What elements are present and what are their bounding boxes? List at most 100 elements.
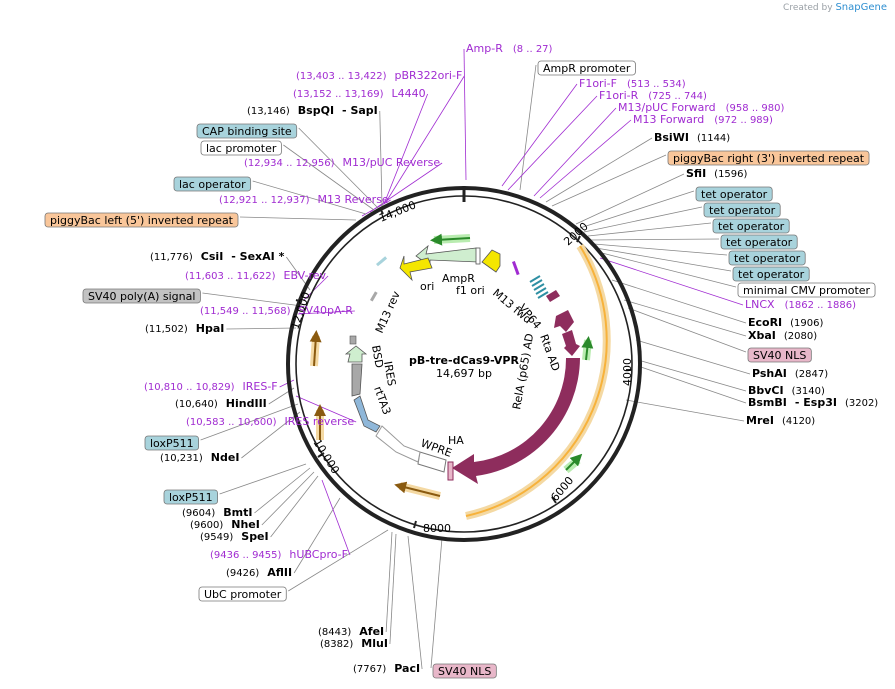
feature-box (144, 435, 199, 451)
map-label-l42[interactable]: (11,549 .. 11,568)SV40pA-R (200, 304, 353, 317)
feature-box (695, 186, 773, 202)
leader-line (635, 339, 751, 375)
tick-12000 (295, 299, 303, 303)
feature-box (44, 212, 239, 228)
map-label-l18[interactable]: (1906)EcoRI (748, 316, 824, 329)
map-label-l3[interactable]: (513 .. 534)F1ori-F (579, 77, 686, 90)
map-label-l48[interactable]: lac operator (173, 176, 252, 192)
map-label-l49[interactable]: (12,934 .. 12,956)M13/pUC Reverse (244, 156, 440, 169)
map-label-l14[interactable]: tet operator (728, 250, 806, 266)
map-label-l12[interactable]: tet operator (712, 218, 790, 234)
map-label-l36[interactable]: (10,231)NdeI (160, 451, 239, 464)
map-label-l5[interactable]: (958 .. 980)M13/pUC Forward (618, 101, 784, 114)
map-label-l34[interactable]: (9604)BmtI (182, 506, 252, 519)
map-label-l50[interactable]: lac promoter (200, 140, 282, 156)
feature-box-label: lac promoter (206, 142, 277, 155)
enzyme-name: HindIII (226, 397, 267, 410)
map-label-l41[interactable]: (11,502)HpaI (145, 322, 224, 335)
map-label-l33[interactable]: (9600)NheI (190, 518, 260, 531)
map-label-l51[interactable]: CAP binding site (196, 123, 298, 139)
map-label-l54[interactable]: (13,403 .. 13,422)pBR322ori-F (296, 69, 462, 82)
map-label-l11[interactable]: tet operator (703, 202, 781, 218)
map-label-l29[interactable]: UbC promoter (198, 586, 287, 602)
enzyme-name: NdeI (211, 451, 240, 464)
enzyme-name: AflII (267, 566, 292, 579)
green-arrows (430, 233, 594, 474)
leader-line (637, 359, 747, 392)
map-label-l22[interactable]: (3140)BbvCI (748, 384, 825, 397)
leader-line (389, 533, 397, 645)
feature-box-label: tet operator (709, 204, 776, 217)
map-label-l40[interactable]: (10,810 .. 10,829)IRES-F (144, 380, 278, 393)
map-label-l45[interactable]: (11,776)CsiI- SexAI * (150, 250, 285, 263)
primer-name: L4440 (392, 87, 426, 100)
map-label-l13[interactable]: tet operator (720, 234, 798, 250)
map-label-l7[interactable]: (1144)BsiWI (654, 131, 730, 144)
map-label-l9[interactable]: (1596)SfiI (686, 167, 748, 180)
map-label-l30[interactable]: (9426) AflII (226, 566, 292, 579)
map-label-l2[interactable]: AmpR promoter (537, 60, 636, 76)
enzyme-name: MreI (746, 414, 774, 427)
map-label-l32[interactable]: (9549)SpeI (200, 530, 269, 543)
map-label-l21[interactable]: (2847)PshAI (752, 367, 828, 380)
primer-position: (11,549 .. 11,568) (200, 306, 291, 317)
map-label-l28[interactable]: (8443)AfeI (318, 625, 384, 638)
map-label-l16[interactable]: minimal CMV promoter (737, 282, 876, 298)
primer-position: (972 .. 989) (714, 115, 773, 126)
plasmid-size: 14,697 bp (436, 367, 492, 380)
enzyme-position: (3202) (845, 398, 878, 409)
map-label-l31[interactable]: (9436 .. 9455)hUBCpro-F (210, 548, 348, 561)
ha-tag-feature (447, 461, 454, 481)
cas9-feature (452, 358, 580, 484)
map-label-l4[interactable]: (725 .. 744)F1ori-R (599, 89, 707, 102)
lac-operator-feature (376, 256, 388, 267)
outer-feature-arcs (309, 243, 611, 520)
map-label-l52[interactable]: (13,146)BspQI- SapI (247, 104, 378, 117)
plasmid-name: pB-tre-dCas9-VPR (409, 354, 519, 367)
map-label-l53[interactable]: (13,152 .. 13,169)L4440 (293, 87, 426, 100)
enzyme-name: BbvCI (748, 384, 784, 397)
outer-labels: (8 .. 27)Amp-R AmpR promoter(513 .. 534)F… (44, 42, 878, 679)
map-label-l25[interactable]: SV40 NLS (432, 663, 497, 679)
feature-box-label: tet operator (701, 188, 768, 201)
map-label-l26[interactable]: (7767)PacI (353, 662, 420, 675)
enzyme-position: (9426) (226, 568, 259, 579)
map-label-l47[interactable]: (12,921 .. 12,937)M13 Reverse (219, 193, 389, 206)
map-label-l24[interactable]: (4120)MreI (746, 414, 815, 427)
map-label-l1[interactable]: (8 .. 27)Amp-R (466, 42, 553, 55)
leader-line (385, 531, 393, 633)
map-label-l43[interactable]: SV40 poly(A) signal (82, 288, 201, 304)
map-label-l15[interactable]: tet operator (732, 266, 810, 282)
leader-line (288, 529, 389, 592)
map-label-l27[interactable]: (8382)MluI (320, 637, 388, 650)
tet-stripe (535, 287, 547, 295)
leader-line (295, 395, 357, 423)
leader-line (463, 48, 467, 181)
label-rela-ad: RelA (p65) AD (510, 332, 536, 410)
map-label-l39[interactable]: (10,640)HindIII (175, 397, 267, 410)
map-label-l20[interactable]: SV40 NLS (747, 347, 812, 363)
snapgene-brand: SnapGene (835, 2, 887, 13)
enzyme-name: SfiI (686, 167, 706, 180)
feature-box-label: tet operator (734, 252, 801, 265)
map-label-l8[interactable]: piggyBac right (3') inverted repeat (667, 150, 870, 166)
map-label-l35[interactable]: loxP511 (163, 489, 218, 505)
enzyme-name: PshAI (752, 367, 787, 380)
map-label-l17[interactable]: (1862 .. 1886)LNCX (745, 298, 856, 311)
tick-2000 (576, 235, 581, 243)
leader-line (279, 379, 295, 388)
feature-box-label: UbC promoter (204, 588, 282, 601)
map-label-l38[interactable]: (10,583 .. 10,600)IRES reverse (186, 415, 354, 428)
primer-name: EBV-rev (284, 269, 327, 282)
primer-position: (725 .. 744) (648, 91, 707, 102)
tet-stripe (537, 291, 549, 299)
map-label-l46[interactable]: piggyBac left (5') inverted repeat (44, 212, 239, 228)
rta-ad-feature (562, 330, 580, 356)
map-label-l44[interactable]: (11,603 .. 11,622)EBV-rev (185, 269, 327, 282)
map-label-l23[interactable]: (3202)BsmBI- Esp3I (748, 396, 878, 409)
map-label-l10[interactable]: tet operator (695, 186, 773, 202)
map-label-l6[interactable]: (972 .. 989)M13 Forward (633, 113, 773, 126)
map-label-l37[interactable]: loxP511 (144, 435, 199, 451)
map-label-l19[interactable]: (2080)XbaI (748, 329, 817, 342)
